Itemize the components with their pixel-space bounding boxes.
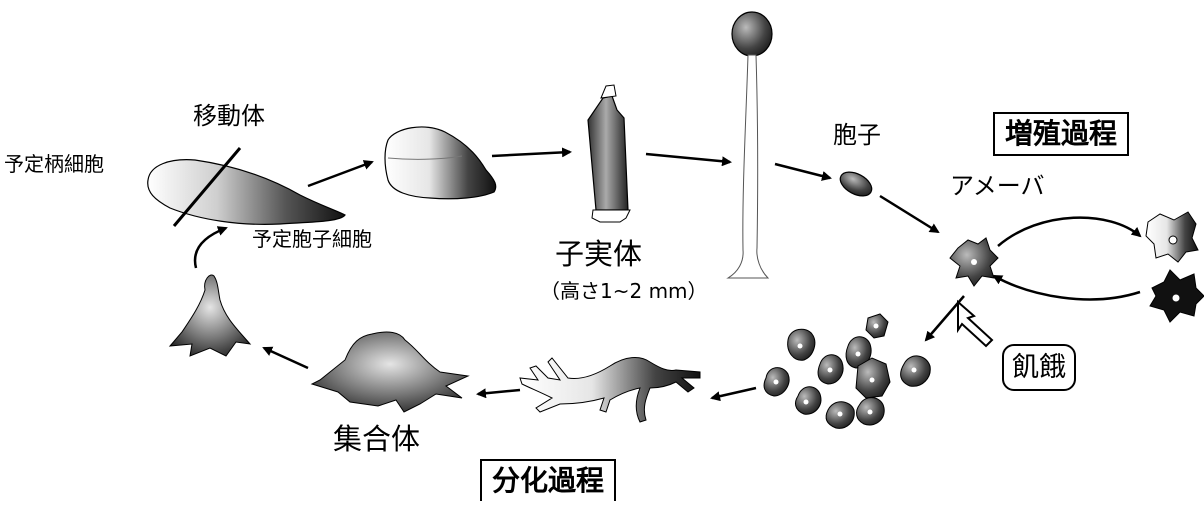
- tipped-mound-illustration: [170, 275, 250, 356]
- arrow-mature-to-spore: [775, 164, 830, 178]
- slug-illustration: [148, 148, 345, 226]
- amoeba-illustration: [950, 238, 998, 286]
- label-slug: 移動体: [193, 104, 265, 128]
- label-spore: 胞子: [833, 123, 881, 147]
- dividing-amoeba-illustration: [1146, 212, 1204, 322]
- label-aggregate: 集合体: [333, 425, 420, 454]
- early-fruiting-body-illustration: [588, 85, 630, 222]
- starvation-box: 飢餓: [1002, 344, 1076, 391]
- starvation-arrow-icon: [958, 302, 992, 346]
- arrow-slug-to-culmination: [308, 162, 372, 186]
- arrow-fruiting-to-mature: [646, 154, 730, 162]
- arrow-streaming-to-aggregate: [478, 390, 520, 394]
- arrow-starving-to-streaming: [712, 388, 756, 398]
- spore-illustration: [836, 167, 875, 201]
- arrow-amoeba-to-division: [998, 218, 1140, 246]
- arrow-spore-to-amoeba: [880, 196, 938, 232]
- label-prestalk: 予定柄細胞: [4, 154, 104, 174]
- aggregate-illustration: [312, 332, 468, 412]
- streaming-aggregation-illustration: [520, 357, 700, 422]
- arrow-mound-to-slug: [195, 228, 226, 268]
- label-amoeba: アメーバ: [950, 174, 1045, 198]
- differentiation-phase-box: 分化過程: [480, 459, 616, 501]
- arrow-culmination-to-fruiting: [492, 152, 570, 156]
- starving-cells-illustration: [764, 314, 930, 428]
- growth-phase-box: 増殖過程: [993, 112, 1129, 156]
- arrow-aggregate-to-mound: [264, 348, 308, 368]
- label-height-note: （高さ1~2 mm）: [540, 281, 708, 301]
- label-fruiting-body: 子実体: [555, 240, 642, 269]
- mature-fruiting-body-illustration: [728, 12, 772, 278]
- arrow-division-to-amoeba: [994, 276, 1140, 299]
- culmination-illustration: [385, 127, 496, 199]
- label-prespore: 予定胞子細胞: [252, 229, 372, 249]
